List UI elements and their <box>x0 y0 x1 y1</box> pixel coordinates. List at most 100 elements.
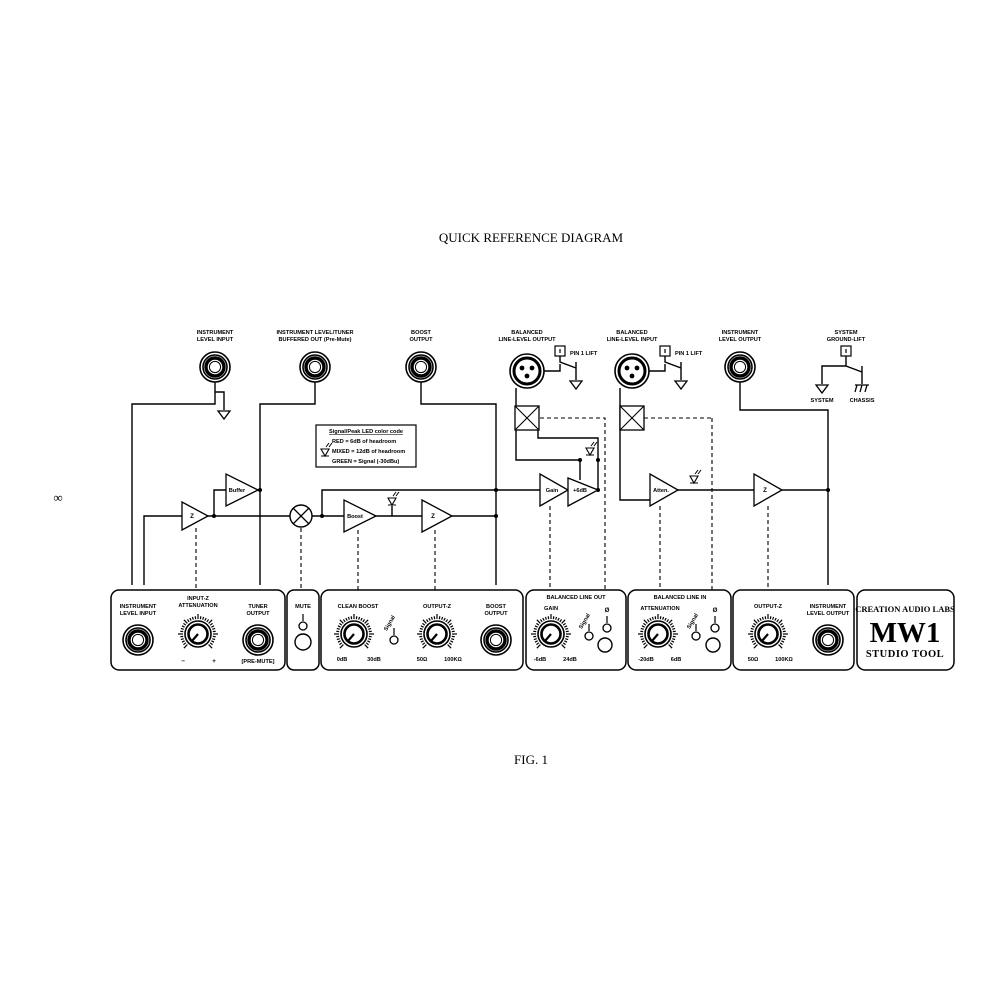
knob-tick <box>672 638 676 641</box>
line-out-phase-switch[interactable] <box>597 637 613 653</box>
knob-tick <box>450 640 454 643</box>
svg-text:GREEN = Signal (-30dBu): GREEN = Signal (-30dBu) <box>332 459 399 465</box>
knob-tick <box>342 619 346 623</box>
knob-tick <box>365 642 369 646</box>
jack-icon <box>198 350 232 384</box>
knob-tick <box>641 640 645 643</box>
knob-tick <box>186 619 190 623</box>
svg-text:[PRE-MUTE]: [PRE-MUTE] <box>242 659 275 665</box>
knob-tick <box>447 644 452 649</box>
knob-tick <box>422 644 427 649</box>
knob-tick <box>183 622 187 626</box>
svg-text:Z: Z <box>431 513 435 520</box>
knob-tick <box>672 627 676 630</box>
knob-tick <box>358 616 361 620</box>
knob-tick <box>781 625 785 628</box>
knob-tick <box>779 642 783 646</box>
knob-tick <box>562 622 566 626</box>
line-in-attenuation-knob[interactable] <box>638 614 678 649</box>
knob-tick <box>428 617 431 621</box>
svg-text:BUFFERED OUT (Pre-Mute): BUFFERED OUT (Pre-Mute) <box>278 337 351 343</box>
knob-tick <box>555 616 558 620</box>
svg-text:Signal/Peak LED color code: Signal/Peak LED color code <box>329 429 403 435</box>
knob-cap <box>647 623 669 645</box>
svg-text:OUTPUT: OUTPUT <box>410 337 434 343</box>
svg-text:-6dB: -6dB <box>534 657 546 663</box>
svg-text:−: − <box>181 658 185 665</box>
knob-tick <box>751 640 755 643</box>
knob-tick <box>753 642 757 646</box>
knob-pointer <box>430 633 438 642</box>
knob-tick <box>782 627 786 630</box>
svg-text:INSTRUMENT: INSTRUMENT <box>810 604 847 610</box>
knob-tick <box>191 616 194 620</box>
panel-balanced-line-out: BALANCED LINE OUT GAIN -6dB 24dB Signal … <box>525 589 627 671</box>
system-ground-lift: SYSTEM GROUND-LIFT SYSTEM CHASSIS <box>810 330 874 404</box>
ground-icon <box>815 384 829 394</box>
svg-text:BOOST: BOOST <box>411 330 431 336</box>
jack-icon <box>298 350 332 384</box>
svg-text:MUTE: MUTE <box>295 604 311 610</box>
boost-output-jack[interactable] <box>479 623 513 657</box>
tuner-output-jack[interactable] <box>241 623 275 657</box>
svg-text:LINE-LEVEL INPUT: LINE-LEVEL INPUT <box>607 337 658 343</box>
svg-text:30dB: 30dB <box>367 657 381 663</box>
knob-tick <box>183 642 187 646</box>
boost-signal-led-icon <box>387 491 400 506</box>
svg-text:BOOST: BOOST <box>486 604 506 610</box>
ground-icon <box>569 380 583 390</box>
line-out-signal-led-icon <box>585 441 598 456</box>
svg-text:Buffer: Buffer <box>229 488 246 494</box>
svg-text:RED = 6dB of headroom: RED = 6dB of headroom <box>332 439 396 445</box>
amp-output-z: Z <box>421 498 454 534</box>
top-jack-tuner-buffered-out: INSTRUMENT LEVEL/TUNER BUFFERED OUT (Pre… <box>276 330 354 384</box>
amp-gain: Gain <box>539 472 570 508</box>
knob-tick <box>533 627 537 630</box>
knob-tick <box>443 617 446 621</box>
svg-text:INSTRUMENT LEVEL/TUNER: INSTRUMENT LEVEL/TUNER <box>276 330 353 336</box>
instrument-input-jack[interactable] <box>121 623 155 657</box>
inst-output-z-knob[interactable] <box>748 614 788 649</box>
knob-tick <box>448 622 452 626</box>
knob-tick <box>557 617 560 621</box>
xlr-line-output: BALANCED LINE-LEVEL OUTPUT PIN 1 LIFT <box>498 330 598 390</box>
knob-tick <box>425 619 429 623</box>
knob-pointer <box>347 633 355 642</box>
knob-tick <box>781 640 785 643</box>
knob-tick <box>761 616 764 620</box>
knob-tick <box>778 619 783 624</box>
svg-text:Ø: Ø <box>605 607 610 614</box>
knob-cap <box>426 623 448 645</box>
boost-output-z-knob[interactable] <box>417 614 457 649</box>
mute-footswitch[interactable] <box>294 633 312 651</box>
brand-company: CREATION AUDIO LABS <box>855 604 955 614</box>
svg-text:-20dB: -20dB <box>638 657 654 663</box>
line-out-gain-knob[interactable] <box>531 614 571 649</box>
knob-tick <box>643 644 648 649</box>
knob-tick <box>451 627 455 630</box>
knob-tick <box>209 622 213 626</box>
knob-tick <box>448 642 452 646</box>
knob-tick <box>202 616 205 620</box>
knob-tick <box>364 619 369 624</box>
clean-boost-knob[interactable] <box>334 614 374 649</box>
phase-invert-box-icon <box>619 405 645 431</box>
knob-tick <box>640 627 644 630</box>
diagram-title: QUICK REFERENCE DIAGRAM <box>439 230 624 245</box>
knob-tick <box>189 617 192 621</box>
line-in-phase-switch[interactable] <box>705 637 721 653</box>
svg-text:LINE-LEVEL OUTPUT: LINE-LEVEL OUTPUT <box>498 337 556 343</box>
input-z-attenuation-knob[interactable] <box>178 614 218 649</box>
knob-tick <box>750 638 754 641</box>
svg-text:PIN 1 LIFT: PIN 1 LIFT <box>570 351 598 357</box>
knob-tick <box>206 619 210 623</box>
jack-icon <box>404 350 438 384</box>
amp-input-z: Z <box>181 500 210 532</box>
svg-text:LEVEL INPUT: LEVEL INPUT <box>197 337 234 343</box>
svg-text:GROUND-LIFT: GROUND-LIFT <box>827 337 866 343</box>
instrument-output-jack[interactable] <box>811 623 845 657</box>
knob-tick <box>646 619 650 623</box>
knob-cap <box>187 623 209 645</box>
svg-text:LEVEL INPUT: LEVEL INPUT <box>120 611 157 617</box>
knob-tick <box>559 619 563 623</box>
